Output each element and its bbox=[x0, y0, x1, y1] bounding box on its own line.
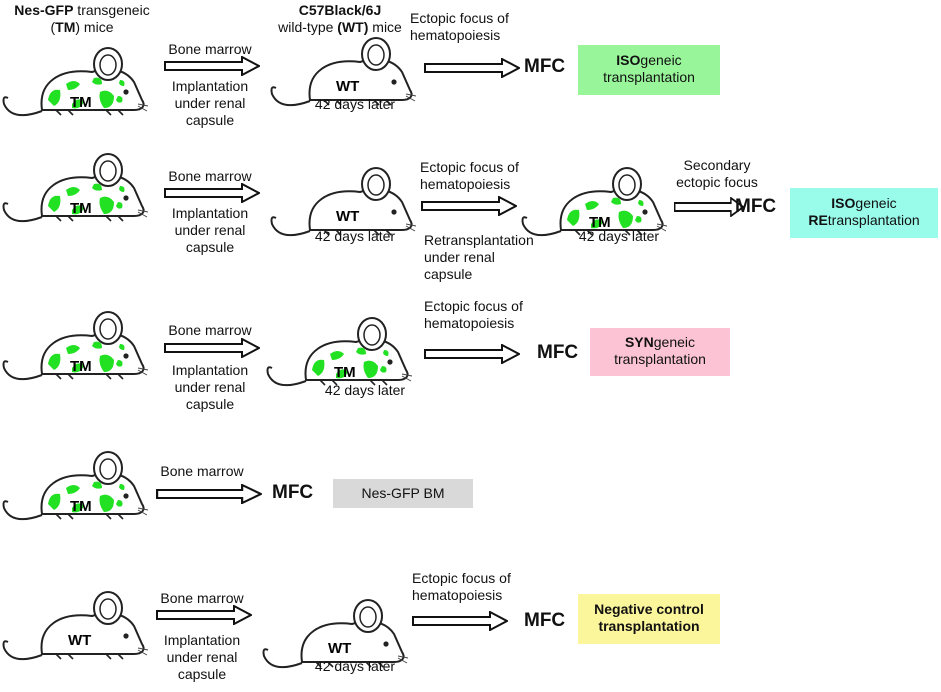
wt-mouse-label: WT bbox=[336, 208, 359, 225]
arrow-icon bbox=[412, 611, 508, 631]
wt-mouse-label: WT bbox=[328, 640, 351, 657]
days-later-label: 42 days later bbox=[314, 96, 396, 112]
tm-mouse-label: TM bbox=[70, 200, 92, 217]
tm-mouse-icon: TM bbox=[2, 153, 149, 223]
tm-mouse-icon: TM bbox=[2, 451, 149, 521]
mfc-label: MFC bbox=[735, 196, 777, 217]
arrow-icon bbox=[421, 196, 517, 216]
arrow-icon bbox=[164, 183, 260, 203]
tm-mouse-label: TM bbox=[70, 358, 92, 375]
wt-mouse-icon: WT bbox=[2, 591, 149, 661]
days-later-label: 42 days later bbox=[314, 658, 396, 674]
arrow-icon bbox=[674, 197, 744, 217]
tm-mice-title: Nes-GFP transgeneic (TM) mice bbox=[2, 2, 162, 36]
tm-title-rest-2: ) mice bbox=[75, 19, 114, 35]
tm-mouse-icon: TM bbox=[2, 47, 149, 117]
tm-mouse-label: TM bbox=[70, 498, 92, 515]
arrow-icon bbox=[424, 344, 520, 364]
wt-mouse-icon: WT bbox=[270, 167, 417, 237]
bone-marrow-label: Bone marrow bbox=[168, 322, 252, 338]
tm-title-rest: transgeneic bbox=[73, 2, 150, 18]
mfc-label: MFC bbox=[524, 56, 566, 77]
wt-title-pre: wild-type bbox=[278, 19, 338, 35]
tm-mouse-icon: TM bbox=[266, 317, 413, 387]
bone-marrow-label: Bone marrow bbox=[168, 41, 252, 57]
tm-title-bold: Nes-GFP bbox=[14, 2, 74, 18]
wt-mice-title: C57Black/6J wild-type (WT) mice bbox=[260, 2, 420, 36]
arrow-icon bbox=[164, 338, 260, 358]
arrow-icon bbox=[156, 484, 262, 504]
wt-mouse-icon: WT bbox=[270, 37, 417, 107]
tm-mouse-label: TM bbox=[70, 94, 92, 111]
arrow-icon bbox=[156, 605, 252, 625]
days-later-label: 42 days later bbox=[324, 382, 406, 398]
days-later-label: 42 days later bbox=[578, 228, 660, 244]
bone-marrow-label: Bone marrow bbox=[160, 590, 244, 606]
tm-title-bold-2: TM bbox=[55, 19, 76, 35]
wt-title-bold: (WT) bbox=[337, 19, 369, 35]
mfc-label: MFC bbox=[524, 610, 566, 631]
days-later-label: 42 days later bbox=[314, 228, 396, 244]
tm-mouse-label: TM bbox=[334, 364, 356, 381]
mfc-label: MFC bbox=[537, 342, 579, 363]
arrow-icon bbox=[164, 56, 260, 76]
wt-mouse-icon: WT bbox=[262, 599, 409, 669]
wt-mouse-label: WT bbox=[336, 78, 359, 95]
arrow-icon bbox=[424, 58, 520, 78]
nes-gfp-bm-box: Nes-GFP BM bbox=[333, 479, 473, 508]
bone-marrow-label: Bone marrow bbox=[168, 168, 252, 184]
tm-mouse-icon: TM bbox=[521, 167, 668, 237]
mfc-label: MFC bbox=[272, 482, 314, 503]
wt-title-line1: C57Black/6J bbox=[298, 2, 382, 18]
tm-title-open: ( bbox=[50, 19, 56, 35]
tm-mouse-label: TM bbox=[589, 214, 611, 231]
wt-mouse-label: WT bbox=[68, 632, 91, 649]
wt-title-rest: mice bbox=[368, 19, 402, 35]
bone-marrow-label: Bone marrow bbox=[160, 463, 244, 479]
tm-mouse-icon: TM bbox=[2, 311, 149, 381]
